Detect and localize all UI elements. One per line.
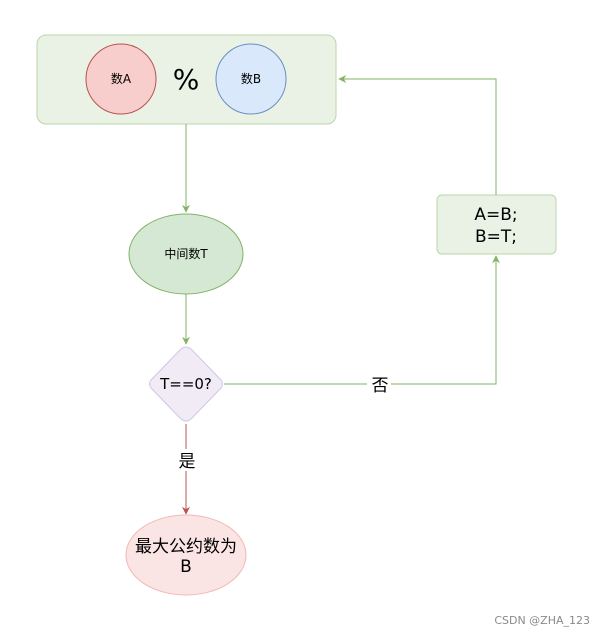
result-label-line1: 最大公约数为 xyxy=(135,537,237,557)
number-b-label: 数B xyxy=(241,71,261,86)
result-label-line2: B xyxy=(180,557,192,577)
number-b-node xyxy=(215,43,287,115)
edge-swap-to-container xyxy=(338,75,497,195)
swap-label-line2: B=T; xyxy=(475,227,517,247)
condition-node xyxy=(149,346,223,422)
yes-label-bg xyxy=(175,449,199,471)
condition-label: T==0? xyxy=(159,375,212,393)
temp-label: 中间数T xyxy=(164,246,208,261)
no-label: 否 xyxy=(372,376,389,396)
modulo-operator: % xyxy=(173,63,200,96)
number-a-node xyxy=(85,43,157,115)
edge-no-branch xyxy=(224,255,500,385)
swap-label-line1: A=B; xyxy=(474,205,517,225)
number-a-label: 数A xyxy=(111,71,132,86)
yes-label: 是 xyxy=(179,452,196,472)
no-label-bg xyxy=(367,373,391,395)
result-node xyxy=(125,514,247,596)
watermark: CSDN @ZHA_123 xyxy=(494,614,590,627)
